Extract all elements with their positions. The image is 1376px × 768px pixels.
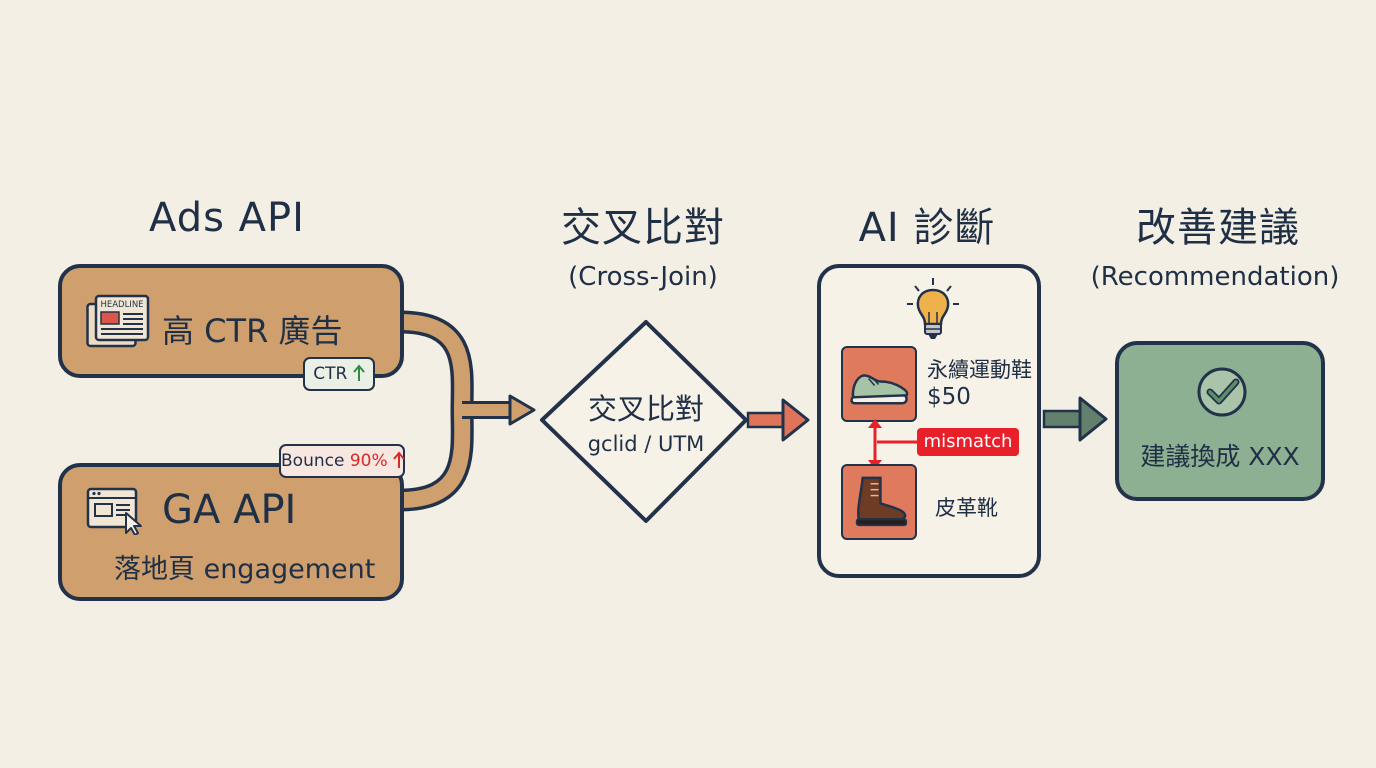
cross-heading: 交叉比對 <box>561 205 725 251</box>
ads-label: 高 CTR 廣告 <box>162 312 343 350</box>
bounce-badge: Bounce 90% <box>279 444 405 478</box>
rec-heading: 改善建議 <box>1136 205 1300 251</box>
product1-price: $50 <box>927 384 971 410</box>
up-arrow-icon <box>393 451 405 468</box>
sneaker-icon <box>850 374 909 405</box>
ctr-badge: CTR <box>303 357 375 391</box>
cross-subheading: (Cross-Join) <box>568 262 718 292</box>
ai-heading: AI 診斷 <box>858 205 996 251</box>
rec-subheading: (Recommendation) <box>1090 262 1340 292</box>
arrow-to-rec <box>1042 409 1086 429</box>
mismatch-link-line <box>877 440 919 444</box>
cross-diamond <box>540 320 748 523</box>
rec-box: 建議換成 XXX <box>1115 341 1325 501</box>
ads-heading: Ads API <box>149 195 305 241</box>
ga-label: 落地頁 engagement <box>114 554 376 585</box>
bounce-badge-label: Bounce <box>281 451 345 471</box>
check-circle-icon <box>1197 367 1247 417</box>
product1-name: 永續運動鞋 <box>927 358 1032 382</box>
cross-label: 交叉比對 <box>587 392 704 426</box>
lightbulb-icon <box>907 278 959 339</box>
headline-icon-text: HEADLINE <box>100 300 143 310</box>
product2-name: 皮革靴 <box>935 496 998 520</box>
boot-icon <box>855 476 908 527</box>
ai-box: 永續運動鞋 $50 mismatch 皮革靴 <box>817 264 1041 578</box>
browser-cursor-icon <box>86 487 142 535</box>
bounce-badge-value: 90% <box>349 451 388 471</box>
cross-keys: gclid / UTM <box>587 432 705 456</box>
arrow-to-ai <box>746 411 788 429</box>
mismatch-badge: mismatch <box>917 428 1019 456</box>
headline-newspaper-icon: HEADLINE <box>86 294 150 348</box>
ga-box: GA API 落地頁 engagement <box>58 463 404 601</box>
ctr-badge-label: CTR <box>313 364 348 384</box>
product2-image <box>841 464 917 540</box>
ga-title: GA API <box>162 487 297 533</box>
up-arrow-icon <box>352 364 365 381</box>
ads-box: HEADLINE 高 CTR 廣告 <box>58 264 404 378</box>
rec-label: 建議換成 XXX <box>1140 442 1300 471</box>
product1-image <box>841 346 917 422</box>
